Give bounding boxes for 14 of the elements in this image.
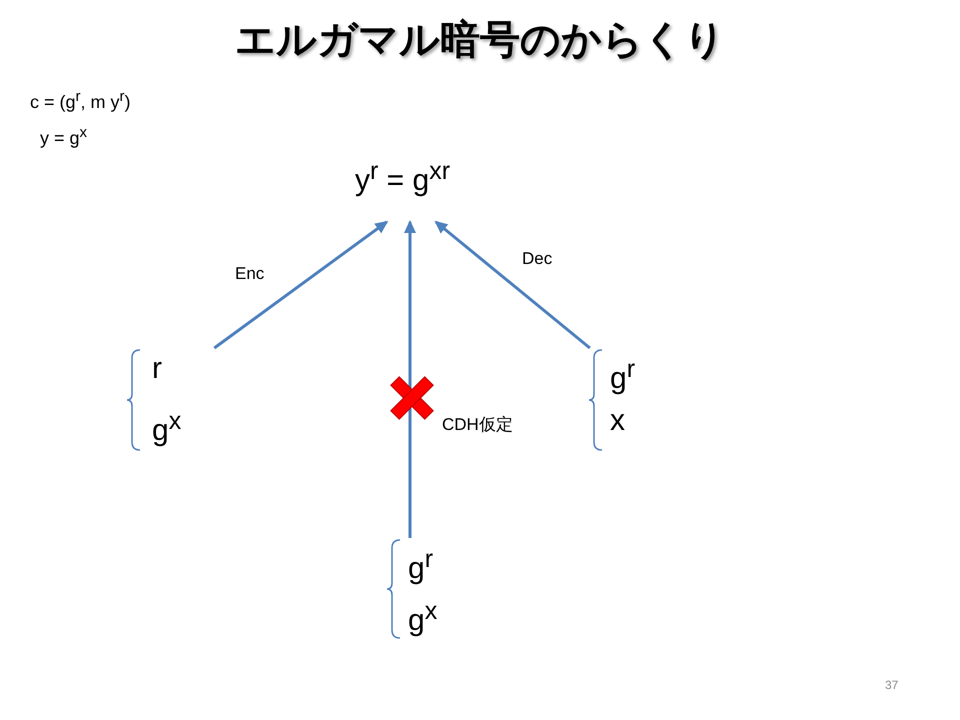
variable-label: x [610, 404, 625, 438]
variable-label: g$^{x}$ [408, 596, 438, 638]
formula-text: c = (g$^{r}$, m y$^{r}$) [30, 88, 131, 113]
slide-title: エルガマル暗号のからくり [234, 17, 726, 64]
variable-label: g$^{r}$ [408, 544, 434, 586]
variable-label: g$^{x}$ [152, 406, 182, 448]
arrow [434, 220, 591, 350]
arrow [213, 220, 388, 350]
variable-label: g$^{r}$ [610, 354, 636, 396]
page-number: 37 [885, 678, 898, 692]
formula-text: y = g$^{x}$ [40, 124, 88, 149]
arrow [404, 220, 416, 538]
formula-text: y$^{r}$ = g$^{xr}$ [355, 156, 450, 198]
variable-label: r [152, 352, 162, 386]
